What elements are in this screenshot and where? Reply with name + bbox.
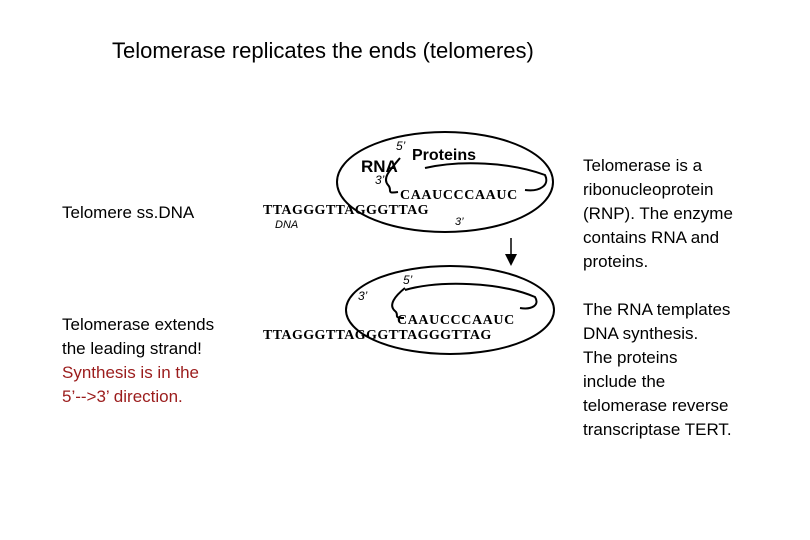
template-description: The RNA templates DNA synthesis. The pro…: [583, 298, 732, 442]
down-arrow-icon: [505, 238, 517, 266]
telomerase-complex-after: 5’ 3’ CAAUCCCAAUC TTAGGGTTAGGGTTAGGGTTAG: [263, 265, 555, 355]
three-prime-rna-label: 3’: [358, 289, 368, 303]
rnp-line: proteins.: [583, 252, 649, 271]
rnp-line: contains RNA and: [583, 228, 720, 247]
extends-caption: Telomerase extends the leading strand! S…: [62, 313, 214, 409]
telomerase-complex-before: RNA Proteins 5’ 3’ CAAUCCCAAUC TTAGGGTTA…: [263, 131, 554, 233]
template-line: transcriptase TERT.: [583, 420, 732, 439]
rnp-description: Telomerase is a ribonucleoprotein (RNP).…: [583, 154, 733, 274]
three-prime-dna-label: 3’: [455, 216, 464, 228]
three-prime-rna-label: 3’: [375, 173, 385, 187]
rnp-line: ribonucleoprotein: [583, 180, 714, 199]
dna-sequence: TTAGGGTTAGGGTTAG: [263, 203, 429, 218]
rnp-line: Telomerase is a: [583, 156, 703, 175]
template-line: telomerase reverse: [583, 396, 729, 415]
template-line: The RNA templates: [583, 300, 731, 319]
five-prime-label: 5’: [396, 139, 406, 153]
direction-line-2: 5’-->3’ direction.: [62, 387, 183, 406]
five-prime-label: 5’: [403, 273, 413, 287]
extends-line-1: Telomerase extends: [62, 315, 215, 334]
template-line: include the: [583, 372, 666, 391]
direction-line-1: Synthesis is in the: [62, 363, 200, 382]
rna-strand-curve: [391, 287, 406, 319]
dna-label: DNA: [275, 219, 298, 231]
page-title: Telomerase replicates the ends (telomere…: [112, 38, 534, 63]
telomere-label: Telomere ss.DNA: [62, 203, 195, 222]
telomerase-diagram: RNA Proteins 5’ 3’ CAAUCCCAAUC TTAGGGTTA…: [263, 131, 555, 355]
rna-template-sequence: CAAUCCCAAUC: [397, 313, 515, 328]
rna-strand-curve: [384, 157, 401, 194]
rna-template-sequence: CAAUCCCAAUC: [400, 188, 518, 203]
rnp-line: (RNP). The enzyme: [583, 204, 733, 223]
template-line: DNA synthesis.: [583, 324, 699, 343]
proteins-label: Proteins: [412, 147, 476, 164]
template-line: The proteins: [583, 348, 678, 367]
rna-label: RNA: [361, 157, 398, 176]
extended-dna-sequence: TTAGGGTTAGGGTTAGGGTTAG: [263, 328, 492, 343]
protein-strand-curve: [404, 282, 538, 310]
enzyme-oval: [336, 131, 554, 233]
protein-strand-curve: [424, 162, 548, 192]
extends-line-2: the leading strand!: [62, 339, 202, 358]
enzyme-oval: [345, 265, 555, 355]
